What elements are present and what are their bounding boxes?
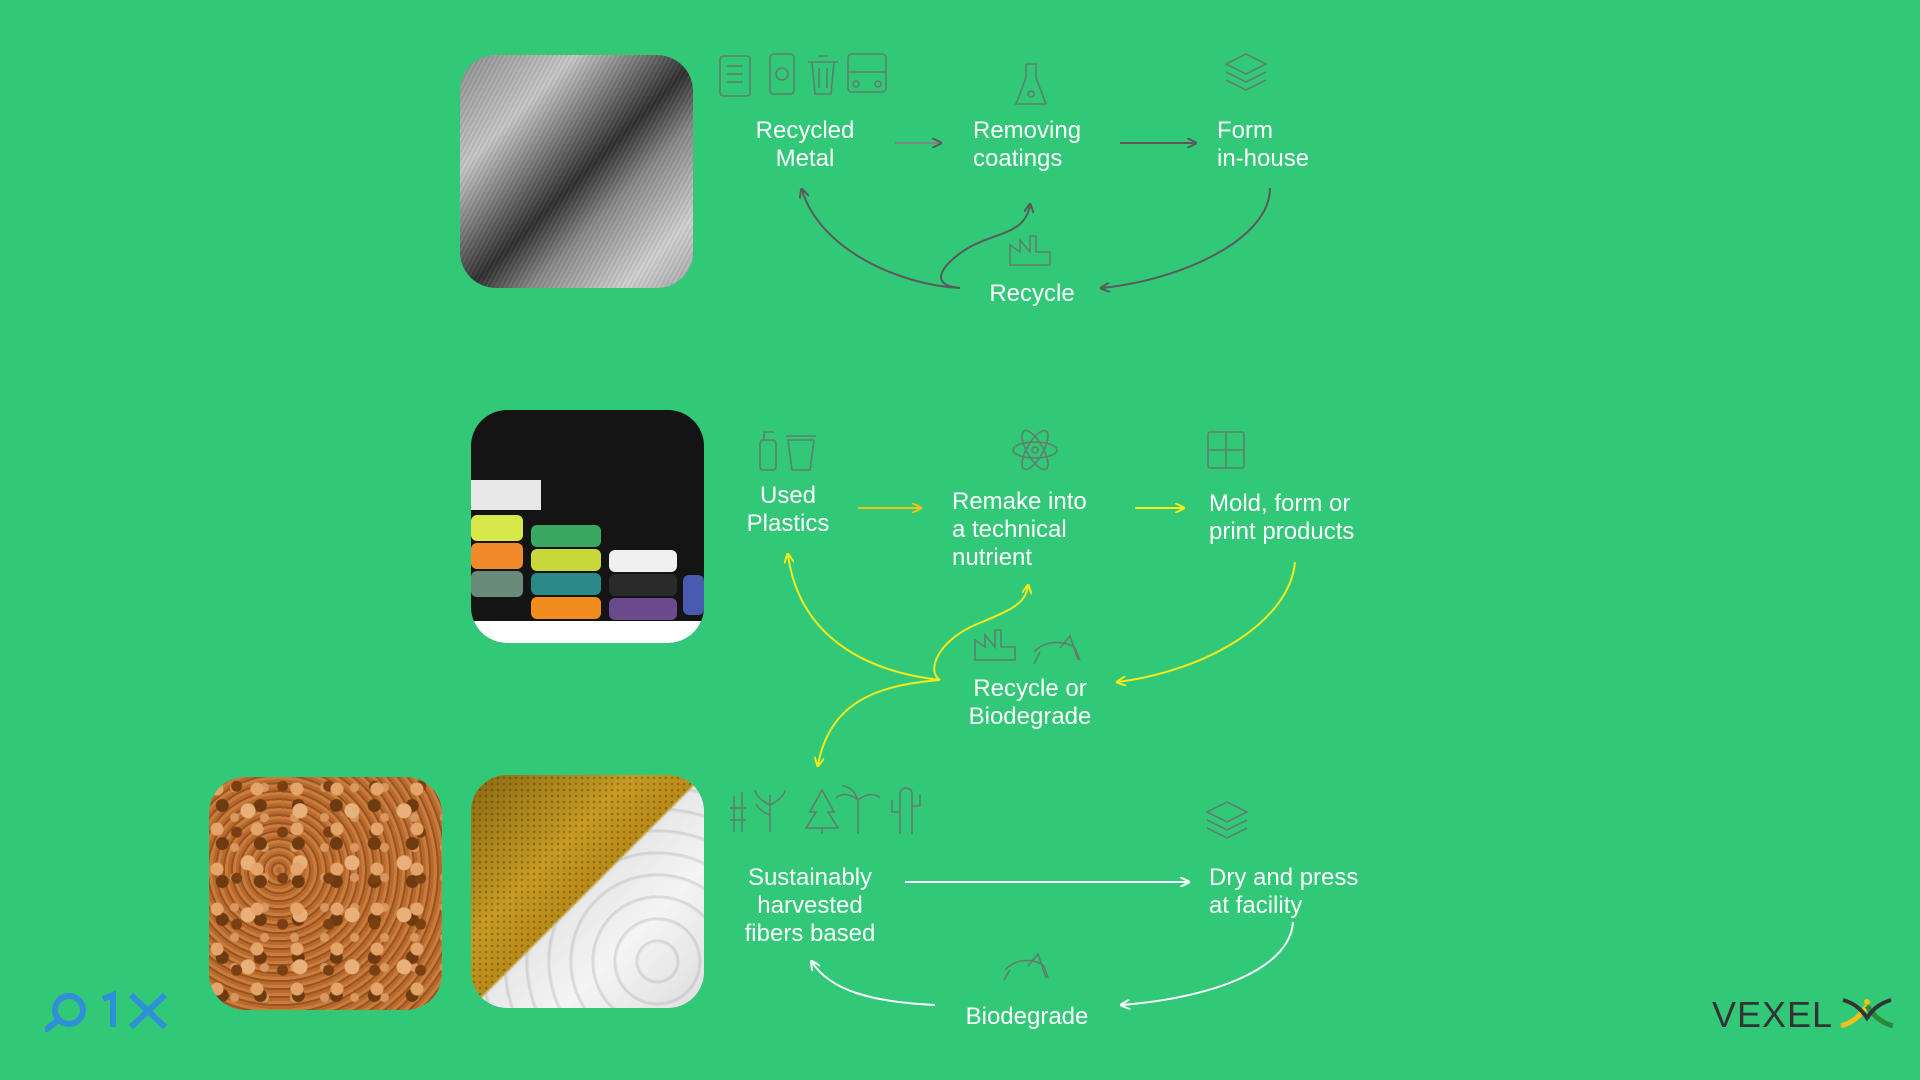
row3-arrows [812,882,1294,1006]
node-remake-technical-nutrient: Remake into a technical nutrient [952,488,1087,571]
layers-icon [1205,801,1249,839]
node-biodegrade: Biodegrade [965,1003,1089,1030]
vexel-logo-text: VEXEL [1712,994,1834,1035]
node-form-in-house: Form in-house [1217,117,1310,172]
atom-icon [1012,429,1058,471]
arrow-form-to-recycle [1102,187,1271,288]
vexel-logo: VEXEL [1712,990,1902,1035]
factory-icon [1009,235,1051,266]
fiber-fabric-image [471,775,704,1008]
factory-icon [974,629,1016,661]
node-sustainable-fibers: Sustainably harvested fibers based [744,864,876,947]
node-removing-coatings: Removing coatings [973,117,1082,172]
paper-scroll-icon [719,55,751,97]
node-mold-form-print: Mold, form or print products [1209,490,1355,545]
node-recycle: Recycle [989,280,1075,307]
trash-bin-icon [808,55,838,95]
node-used-plastics: Used Plastics [746,482,830,537]
arrow-mold-to-recycle [1118,561,1296,682]
puzzle-icon [1207,431,1245,469]
vexel-logo-mark [1840,998,1894,1029]
spray-bottle-icon [759,431,777,471]
pine-tree-icon [804,788,840,834]
row2-arrows [788,508,1296,765]
cup-icon [786,435,816,471]
o1x-logo [44,985,175,1035]
arrow-recycle-to-fibers [818,679,941,765]
cork-texture-image [209,777,442,1010]
arrow-recycle-to-plastics [788,555,941,681]
row1-arrows [802,143,1271,289]
node-recycled-metal: Recycled Metal [755,117,855,172]
node-recycle-or-biodegrade: Recycle or Biodegrade [968,675,1092,730]
sugarcane-icon [754,789,786,832]
grasshopper-icon [1003,952,1049,981]
node-dry-and-press: Dry and press at facility [1209,864,1359,919]
brushed-metal-image [460,55,693,288]
can-icon [769,53,795,95]
arrow-recycle-to-metal [802,190,961,289]
arrow-dry-to-biodegrade [1122,921,1294,1005]
palm-tree-icon [835,785,881,834]
plastic-filament-spools-image [471,410,704,643]
arrow-recycle-to-remake [933,586,1028,681]
arrow-recycle-to-coatings [940,205,1030,289]
bamboo-icon [730,792,746,832]
arrow-biodegrade-to-fibers [812,962,936,1006]
lab-flask-icon [1014,63,1048,105]
o1x-logo-mark [44,990,168,1032]
layers-icon [1224,53,1268,91]
cactus-icon [891,787,921,834]
bus-icon [847,53,887,93]
grasshopper-icon [1033,634,1081,665]
